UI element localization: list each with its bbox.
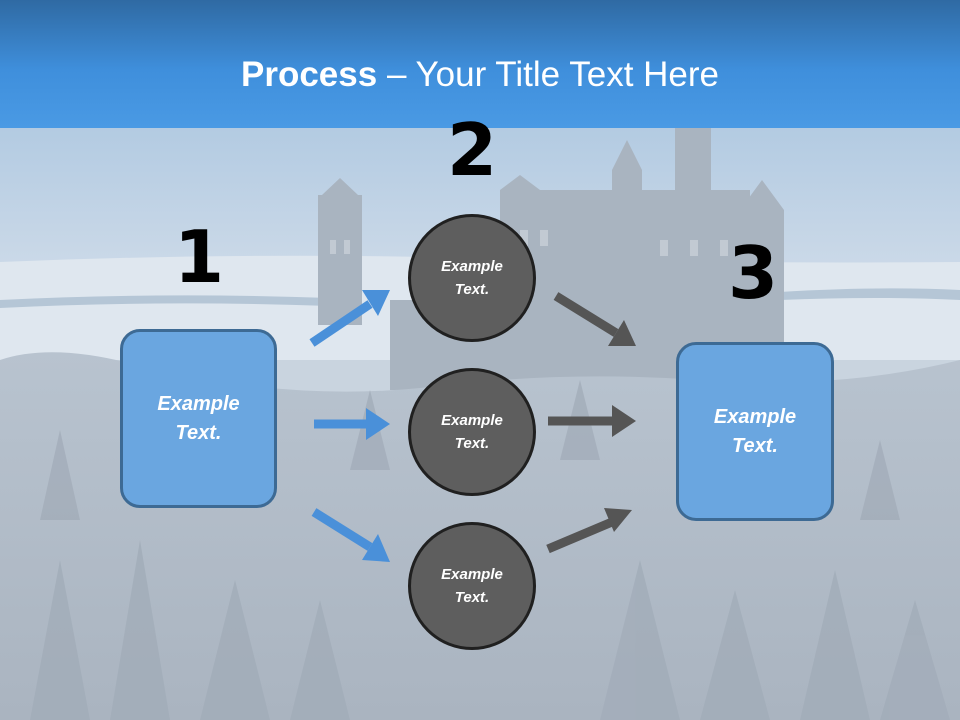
circle-bottom-line1: Example: [441, 566, 503, 583]
circle-top-line1: Example: [441, 258, 503, 275]
gray-arrow-up: [546, 508, 632, 554]
circle-middle-line1: Example: [441, 412, 503, 429]
step-number-2: 2: [446, 108, 498, 192]
step-2-circle-middle: Example Text.: [408, 368, 536, 496]
blue-arrow-down: [311, 508, 390, 562]
blue-arrow-up: [309, 290, 390, 347]
step-3-text-line2: Text.: [732, 434, 778, 457]
circle-middle-line2: Text.: [454, 435, 490, 452]
circle-top-line2: Text.: [454, 281, 490, 298]
header-band: [0, 0, 960, 128]
title-rest: – Your Title Text Here: [377, 55, 719, 94]
circle-bottom-line2: Text.: [454, 589, 490, 606]
step-1-box: Example Text.: [120, 329, 277, 508]
step-1-text-line1: Example: [157, 392, 240, 415]
step-2-circle-bottom: Example Text.: [408, 522, 536, 650]
title-bold: Process: [241, 55, 378, 94]
step-1-text-line2: Text.: [175, 421, 222, 444]
step-number-1: 1: [173, 215, 225, 299]
step-3-box: Example Text.: [676, 342, 834, 521]
gray-arrow-right: [548, 405, 636, 437]
step-number-3: 3: [727, 231, 779, 315]
step-3-text-line1: Example: [713, 405, 797, 428]
blue-arrow-right: [314, 408, 390, 440]
slide-title: Process – Your Title Text Here: [0, 52, 960, 98]
gray-arrow-down: [553, 292, 636, 346]
step-3-text: Example Text.: [714, 403, 796, 461]
step-1-text: Example Text.: [157, 390, 239, 448]
step-2-circle-top: Example Text.: [408, 214, 536, 342]
